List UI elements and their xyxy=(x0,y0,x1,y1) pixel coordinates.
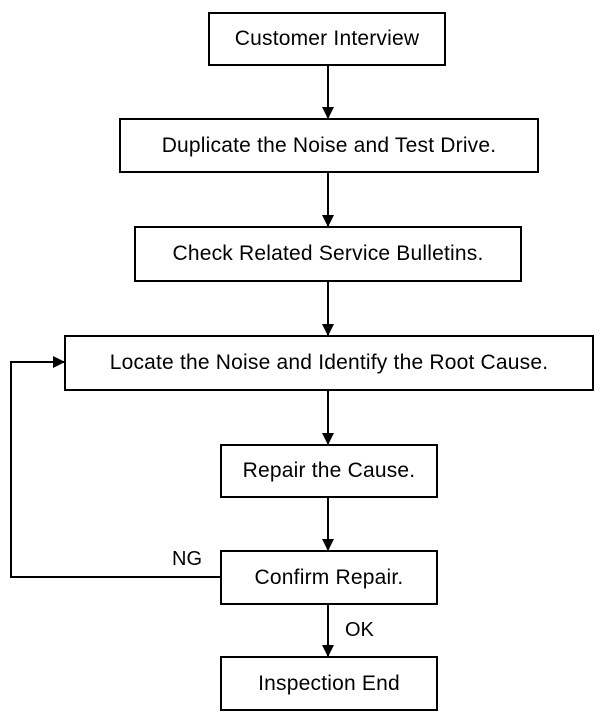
step-locate-noise: Locate the Noise and Identify the Root C… xyxy=(64,335,594,391)
step-inspection-end-label: Inspection End xyxy=(258,671,400,695)
step-customer-interview: Customer Interview xyxy=(208,12,446,66)
arrow-ng-loop-back xyxy=(10,356,221,578)
step-check-bulletins: Check Related Service Bulletins. xyxy=(134,226,522,282)
step-locate-noise-label: Locate the Noise and Identify the Root C… xyxy=(109,351,549,374)
step-repair-cause-label: Repair the Cause. xyxy=(242,459,416,482)
edge-label-ok: OK xyxy=(345,619,374,641)
step-check-bulletins-label: Check Related Service Bulletins. xyxy=(172,242,484,265)
step-inspection-end: Inspection End xyxy=(220,656,438,711)
step-customer-interview-label: Customer Interview xyxy=(234,27,420,50)
step-confirm-repair-label: Confirm Repair. xyxy=(254,565,404,589)
edge-label-ng: NG xyxy=(172,548,202,570)
step-confirm-repair: Confirm Repair. xyxy=(220,550,438,605)
step-duplicate-noise-label: Duplicate the Noise and Test Drive. xyxy=(161,133,497,157)
step-repair-cause: Repair the Cause. xyxy=(220,444,438,498)
step-duplicate-noise: Duplicate the Noise and Test Drive. xyxy=(119,118,539,173)
